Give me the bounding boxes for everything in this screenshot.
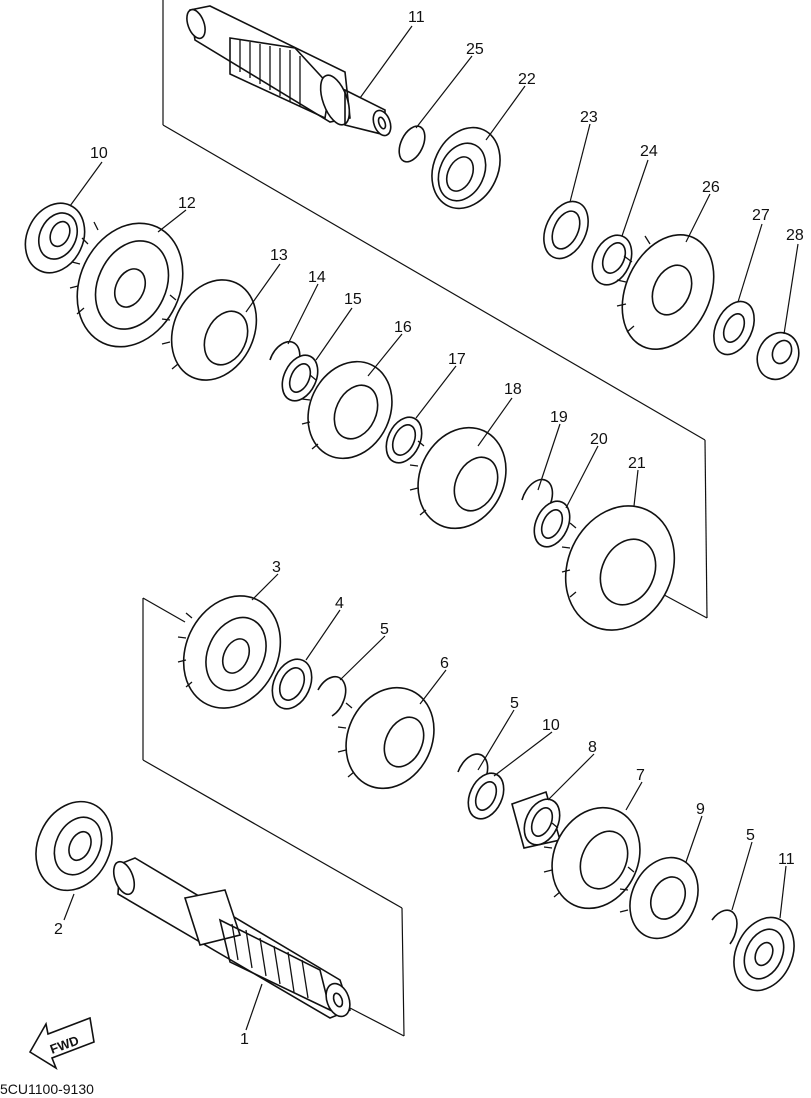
gear-3 bbox=[177, 595, 282, 709]
callout-13: 11 bbox=[408, 9, 425, 26]
gear-18 bbox=[301, 360, 393, 460]
washer-19 bbox=[385, 416, 423, 464]
bearing-12 bbox=[24, 202, 86, 274]
callout-5-lower: 5 bbox=[746, 827, 755, 844]
circlip-5a bbox=[317, 675, 347, 717]
bushing-8 bbox=[511, 790, 562, 849]
callout-25: 23 bbox=[580, 109, 598, 126]
callout-4: 4 bbox=[335, 595, 344, 612]
lock-washer-29 bbox=[713, 300, 755, 356]
gear-15 bbox=[161, 279, 258, 381]
gear-9 bbox=[619, 856, 699, 940]
callout-9: 9 bbox=[696, 801, 705, 818]
callout-17: 15 bbox=[344, 291, 362, 308]
bearing-2 bbox=[35, 800, 113, 892]
leader-lines bbox=[63, 25, 799, 1031]
callout-29: 27 bbox=[752, 207, 770, 224]
callout-6: 6 bbox=[440, 655, 449, 672]
washer-17 bbox=[281, 354, 319, 402]
o-ring bbox=[398, 125, 426, 163]
washer-4 bbox=[271, 658, 313, 710]
callout-5-upper: 5 bbox=[380, 621, 389, 638]
gear-6 bbox=[337, 686, 435, 790]
callout-23: 21 bbox=[628, 455, 646, 472]
gear-20 bbox=[409, 426, 507, 530]
callout-24: 22 bbox=[518, 71, 536, 88]
callout-19: 17 bbox=[448, 351, 466, 368]
callout-21: 19 bbox=[550, 409, 568, 426]
callout-28: 26 bbox=[702, 179, 720, 196]
callout-10: 10 bbox=[542, 717, 560, 734]
callout-14: 12 bbox=[178, 195, 196, 212]
callout-20: 18 bbox=[504, 381, 522, 398]
callout-18: 16 bbox=[394, 319, 412, 336]
gear-7 bbox=[543, 806, 641, 910]
gear-23 bbox=[561, 505, 676, 631]
callout-3: 3 bbox=[272, 559, 281, 576]
callout-26: 24 bbox=[640, 143, 658, 160]
callout-labels: 11 25 22 23 24 26 27 28 10 12 13 14 15 1… bbox=[54, 9, 804, 1048]
diagram-code-caption: 5CU1100-9130 bbox=[0, 1081, 94, 1097]
main-axle-shaft bbox=[112, 857, 351, 1019]
callout-22: 20 bbox=[590, 431, 608, 448]
callout-7: 7 bbox=[636, 767, 645, 784]
forward-direction-arrow: FWD bbox=[28, 1016, 95, 1070]
circlip-5c bbox=[711, 909, 738, 945]
callout-16: 14 bbox=[308, 269, 326, 286]
bearing-11 bbox=[733, 916, 795, 992]
callout-1: 1 bbox=[240, 1031, 249, 1048]
collar-25 bbox=[543, 200, 589, 260]
washer-10 bbox=[467, 772, 505, 820]
washer-22 bbox=[533, 500, 571, 548]
callout-8: 8 bbox=[588, 739, 597, 756]
drive-axle-shaft bbox=[186, 5, 392, 137]
spacer-26 bbox=[591, 234, 633, 286]
callout-5-middle: 5 bbox=[510, 695, 519, 712]
callout-2: 2 bbox=[54, 921, 63, 938]
callout-15: 13 bbox=[270, 247, 288, 264]
gear-14 bbox=[69, 221, 184, 348]
drive-sprocket-28 bbox=[616, 233, 715, 351]
lower-assembly-frame bbox=[142, 597, 405, 1037]
callout-11: 11 bbox=[778, 851, 795, 868]
callout-27: 25 bbox=[466, 41, 484, 58]
nut-30 bbox=[756, 331, 800, 381]
callout-30: 28 bbox=[786, 227, 804, 244]
callout-12: 10 bbox=[90, 145, 108, 162]
bearing-24 bbox=[431, 126, 501, 210]
